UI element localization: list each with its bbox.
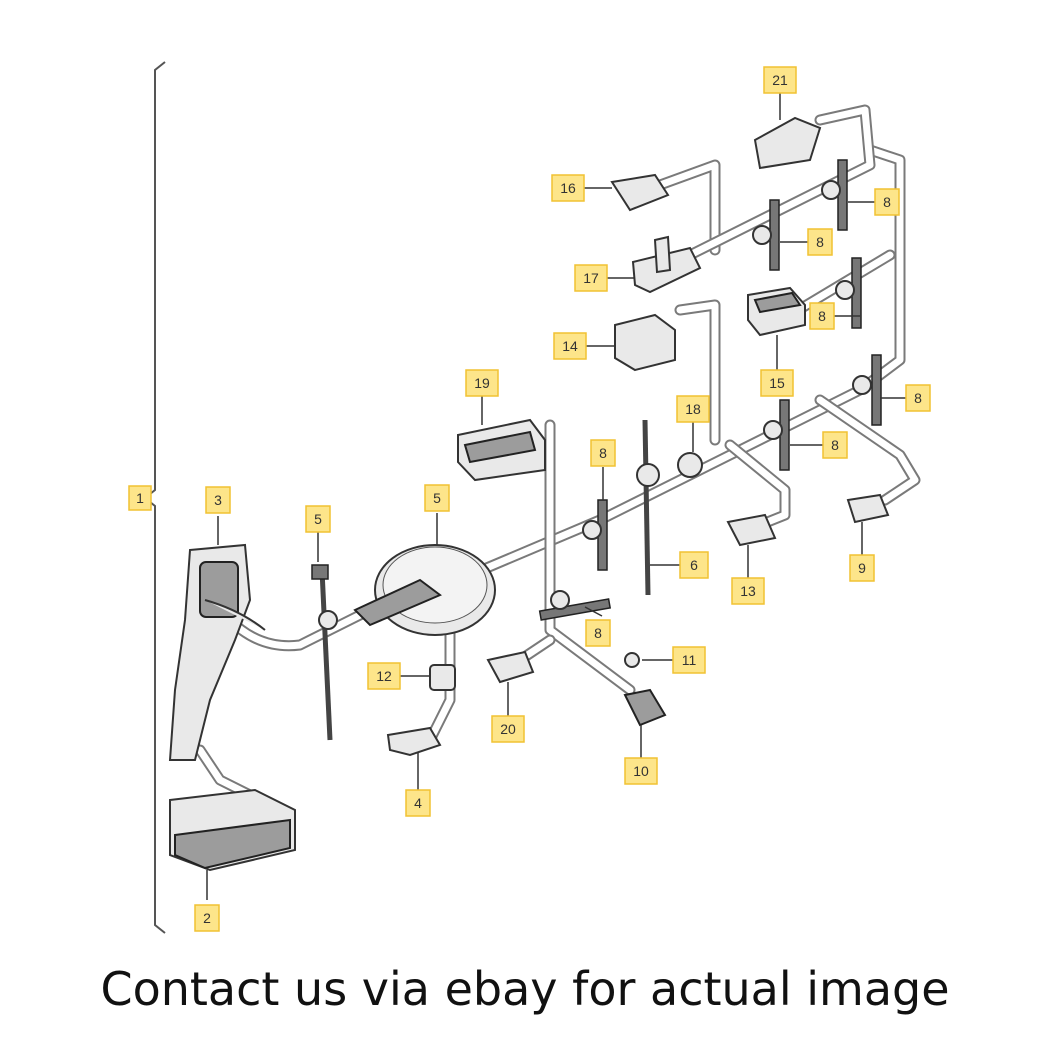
- svg-text:1: 1: [136, 490, 144, 506]
- connector-13: [726, 513, 777, 547]
- label-p16: 16: [551, 174, 585, 202]
- svg-text:14: 14: [562, 338, 578, 354]
- label-p8d: 8: [874, 188, 900, 216]
- connector-17: [631, 235, 702, 294]
- label-p19: 19: [465, 369, 499, 397]
- connector-14: [614, 313, 676, 372]
- label-p8a: 8: [590, 439, 616, 467]
- svg-text:8: 8: [818, 308, 826, 324]
- label-p8c: 8: [807, 228, 833, 256]
- svg-text:8: 8: [883, 194, 891, 210]
- svg-text:18: 18: [685, 401, 701, 417]
- clip-12: [429, 664, 456, 691]
- label-p13: 13: [731, 577, 765, 605]
- clips-8: [538, 159, 882, 621]
- svg-text:8: 8: [831, 437, 839, 453]
- bolt-6: [636, 419, 660, 596]
- svg-text:2: 2: [203, 910, 211, 926]
- svg-text:8: 8: [599, 445, 607, 461]
- label-p12: 12: [367, 662, 401, 690]
- label-p20: 20: [491, 715, 525, 743]
- harness-runs: [194, 104, 921, 806]
- svg-text:4: 4: [414, 795, 422, 811]
- connector-19: [457, 418, 546, 482]
- caption-text: Contact us via ebay for actual image: [100, 962, 950, 1016]
- label-p1: 1: [128, 485, 152, 511]
- clip-18: [677, 452, 703, 478]
- svg-text:5: 5: [314, 511, 322, 527]
- label-p10: 10: [624, 757, 658, 785]
- svg-text:19: 19: [474, 375, 490, 391]
- label-p3: 3: [205, 486, 231, 514]
- svg-text:3: 3: [214, 492, 222, 508]
- label-p15: 15: [760, 369, 794, 397]
- screw-11: [624, 652, 640, 668]
- connector-21: [753, 116, 822, 170]
- svg-text:13: 13: [740, 583, 756, 599]
- svg-text:16: 16: [560, 180, 576, 196]
- grommet-3: [168, 543, 266, 761]
- connector-20: [486, 650, 535, 684]
- wiring-harness-diagram: 1 2 3 4 5 5 6 8 8 8 8 8: [128, 61, 931, 934]
- svg-text:8: 8: [914, 390, 922, 406]
- label-p8f: 8: [905, 384, 931, 412]
- label-p11: 11: [672, 646, 706, 674]
- label-p5a: 5: [305, 505, 331, 533]
- svg-text:15: 15: [769, 375, 785, 391]
- connector-9: [846, 493, 890, 524]
- label-p17: 17: [574, 264, 608, 292]
- label-p2: 2: [194, 904, 220, 932]
- svg-text:21: 21: [772, 72, 788, 88]
- connector-2: [169, 788, 296, 872]
- svg-text:17: 17: [583, 270, 599, 286]
- svg-text:8: 8: [594, 625, 602, 641]
- label-p5b: 5: [424, 484, 450, 512]
- label-p8e: 8: [809, 302, 835, 330]
- connector-15: [747, 286, 806, 337]
- svg-text:5: 5: [433, 490, 441, 506]
- label-p18: 18: [676, 395, 710, 423]
- grommet-5b: [353, 544, 496, 636]
- svg-text:12: 12: [376, 668, 392, 684]
- svg-text:11: 11: [682, 652, 697, 668]
- label-p6: 6: [679, 551, 709, 579]
- leader-lines: [206, 93, 908, 900]
- label-p4: 4: [405, 789, 431, 817]
- label-p21: 21: [763, 66, 797, 94]
- svg-text:9: 9: [858, 560, 866, 576]
- bolt-5a: [311, 564, 338, 741]
- svg-text:10: 10: [633, 763, 649, 779]
- label-p8b: 8: [585, 619, 611, 647]
- svg-text:8: 8: [816, 234, 824, 250]
- label-p14: 14: [553, 332, 587, 360]
- svg-text:6: 6: [690, 557, 698, 573]
- label-p9: 9: [849, 554, 875, 582]
- connector-4: [386, 726, 442, 757]
- label-p8g: 8: [822, 431, 848, 459]
- connector-10: [623, 688, 667, 727]
- svg-text:20: 20: [500, 721, 516, 737]
- connector-16: [610, 173, 670, 212]
